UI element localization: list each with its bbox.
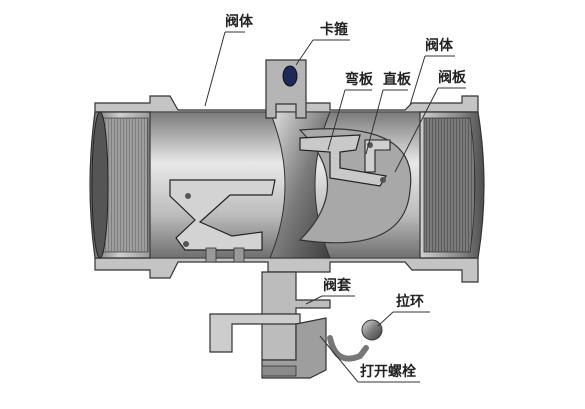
- right-thread-band: [423, 117, 476, 253]
- body-bottom-wall: [94, 257, 479, 283]
- leader-lines: [204, 31, 466, 383]
- clamp-bolt-head: [282, 65, 298, 87]
- label-body-left: 阀体: [225, 14, 253, 30]
- pull-ring-knob: [361, 319, 383, 341]
- label-body-right: 阀体: [425, 38, 453, 54]
- pull-ring: [327, 335, 369, 362]
- label-pull-ring: 拉环: [396, 294, 424, 310]
- label-bent-plate: 弯板: [345, 72, 373, 88]
- label-open-bolt: 打开螺栓: [360, 364, 416, 380]
- label-clamp: 卡箍: [320, 22, 348, 38]
- bent-plate: [299, 134, 387, 187]
- label-valve-sleeve: 阀套: [323, 278, 351, 294]
- left-linkage: [169, 179, 276, 251]
- left-opening: [91, 111, 109, 259]
- open-bolt-handle: [209, 313, 301, 353]
- label-valve-plate: 阀板: [438, 70, 466, 86]
- straight-plate: [364, 139, 391, 173]
- lower-body: [261, 317, 327, 379]
- label-straight-plate: 直板: [383, 72, 411, 88]
- right-disc: [298, 128, 412, 244]
